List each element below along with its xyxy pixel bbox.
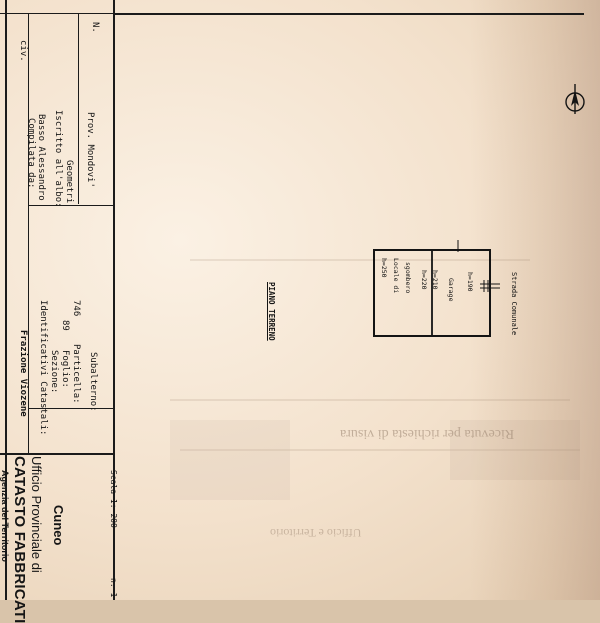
frazione-label: Frazione Viozene [18, 330, 28, 417]
subalterno-label: Subalterno: [88, 352, 98, 412]
civ-label: civ. [18, 40, 28, 62]
ufficio-label: Ufficio Provinciale di [29, 456, 44, 573]
room1-height: h=250 [380, 258, 388, 278]
height-220: h=220 [420, 270, 428, 290]
room1-name-a: Locale di [392, 258, 400, 294]
particella-value: 746 [71, 300, 81, 317]
paper-sheet [0, 0, 600, 600]
room2-name: Garage [447, 278, 455, 302]
ghost-text-1: Ricevuta per richiesta di visura [340, 426, 515, 441]
catasto-title: CATASTO FABBRICATI [11, 456, 28, 623]
ghost-text-2: Ufficio e Territorio [270, 526, 362, 540]
particella-label: Particella: [71, 344, 81, 404]
paper-fold-shadow [470, 0, 600, 600]
compilata-title: Compilata da: [26, 118, 36, 189]
scheda-number: n. 1 [109, 578, 118, 598]
north-arrow-icon [565, 84, 585, 114]
provincia-name: Cuneo [51, 505, 66, 546]
room1-name-b: sgombero [404, 262, 412, 294]
form-col-separator [28, 14, 30, 454]
form-divider-location [114, 13, 584, 15]
foglio-label: Foglio: [60, 350, 70, 388]
height-210: h=210 [431, 270, 439, 290]
iscritto-label: Iscritto all'albo: [53, 110, 63, 208]
form-col-separator-2 [78, 14, 79, 204]
form-row-separator-1 [28, 205, 114, 207]
sezione-label: Sezione: [49, 350, 59, 394]
scale-label: Scala 1: 200 [109, 470, 118, 528]
form-divider-header [0, 453, 115, 455]
agency-name: Agenzia del Territorio [0, 470, 10, 562]
floor-plan-drawing [373, 240, 500, 337]
form-border-left [5, 0, 7, 600]
form-divider-top [0, 13, 115, 15]
n-label: N. [90, 22, 100, 33]
compilata-name: Basso Alessandro [36, 114, 46, 201]
form-border-title-block [113, 0, 115, 600]
height-190: h=190 [466, 272, 474, 292]
floor-title: PIANO TERRENO [267, 282, 276, 341]
identificativi-title: Identificativi Catastali: [38, 300, 48, 436]
street-label: Strada Comunale [510, 272, 518, 336]
albo-value: Geometri [64, 160, 74, 204]
form-row-separator-2 [28, 408, 114, 410]
prov-label: Prov. Mondovi' [85, 112, 95, 188]
foglio-value: 89 [60, 320, 70, 331]
